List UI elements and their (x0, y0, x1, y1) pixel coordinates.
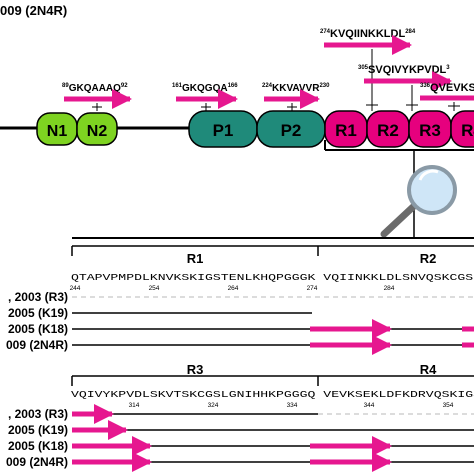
domain-p1-label: P1 (213, 121, 234, 140)
panel2-tick: 344 (364, 402, 375, 409)
domain-r1: R1 (324, 110, 368, 148)
inhibit-tick (287, 103, 297, 111)
panel1-tick: 264 (228, 285, 239, 292)
svg-text:305SVQIVYKPVDL3: 305SVQIVYKPVDL3 (358, 64, 450, 76)
panel1-tick: 274 (307, 285, 318, 292)
inhibit-tick (92, 103, 102, 111)
row-label: 2005 (K18) (8, 322, 68, 336)
panel1-tick: 284 (384, 285, 395, 292)
svg-text:336QVEVKS: 336QVEVKS (420, 82, 474, 94)
panel2-tick: 334 (287, 402, 298, 409)
svg-text:89GKQAAAQ92: 89GKQAAAQ92 (62, 83, 128, 94)
domain-r1-label: R1 (335, 121, 357, 140)
panel1-sequence: QTAPVPMPDLKNVKSKIGSTENLKHQPGGGK VQIINKKL… (71, 272, 474, 283)
domain-p1: P1 (188, 110, 258, 148)
panel2-tick: 354 (443, 402, 454, 409)
row-label: 2005 (K18) (8, 439, 68, 453)
domain-r2: R2 (366, 110, 410, 148)
panel1-repeat-left: R1 (187, 251, 204, 266)
panel2-tick: 324 (208, 402, 219, 409)
domain-n1-label: N1 (47, 123, 68, 140)
panel2-row-labels: , 2003 (R3) 2005 (K19) 2005 (K18) 009 (2… (6, 407, 68, 469)
motif-274-284: 274KVQIINKKLDL284 (320, 28, 416, 111)
panel2-bracket: R3 R4 (71, 362, 474, 386)
inhibit-line (406, 85, 418, 111)
row-label: , 2003 (R3) (8, 290, 68, 304)
motif-305-3xx: 305SVQIVYKPVDL3 (358, 64, 452, 111)
panel2-repeat-right: R4 (420, 362, 437, 377)
magnifier-icon (380, 165, 457, 238)
svg-text:224KKVAVVR230: 224KKVAVVR230 (262, 83, 330, 94)
domain-n2-label: N2 (87, 123, 108, 140)
row-label: 2005 (K19) (8, 423, 68, 437)
panel2-repeat-left: R3 (187, 362, 204, 377)
figure-title: 009 (2N4R) (0, 3, 67, 18)
panel1-tick: 244 (70, 285, 81, 292)
row-label: 009 (2N4R) (6, 338, 68, 352)
domain-n1: N1 (36, 112, 78, 146)
inhibit-line (448, 102, 460, 111)
row-label: 009 (2N4R) (6, 455, 68, 469)
panel1-repeat-right: R2 (420, 251, 437, 266)
motif-89-92: 89GKQAAAQ92 (62, 83, 132, 111)
domain-r4-label: R4 (461, 121, 474, 140)
panel1-row-labels: , 2003 (R3) 2005 (K19) 2005 (K18) 009 (2… (6, 290, 68, 352)
motif-336: 336QVEVKS (420, 82, 474, 111)
panel1-ticks: 244 254 264 274 284 (70, 285, 395, 292)
panel1-tick: 254 (149, 285, 160, 292)
motif-161-166: 161GKQGQA166 (172, 83, 238, 111)
panel2-sequence: VQIVYKPVDLSKVTSKCGSLGNIHHKPGGGQ VEVKSEKL… (71, 389, 474, 400)
domain-r3: R3 (408, 110, 452, 148)
domain-p2-label: P2 (281, 121, 302, 140)
svg-text:274KVQIINKKLDL284: 274KVQIINKKLDL284 (320, 28, 416, 40)
domain-r2-label: R2 (377, 121, 399, 140)
panel2-ticks: 314 324 334 344 354 (129, 402, 454, 409)
domain-r3-label: R3 (419, 121, 441, 140)
panel2-tick: 314 (129, 402, 140, 409)
svg-text:161GKQGQA166: 161GKQGQA166 (172, 83, 238, 94)
row-label: , 2003 (R3) (8, 407, 68, 421)
domain-p2: P2 (256, 110, 326, 148)
panel1-bracket: R1 R2 (71, 237, 474, 266)
domain-n2: N2 (76, 112, 118, 146)
motif-224-230: 224KKVAVVR230 (262, 83, 330, 111)
row-label: 2005 (K19) (8, 306, 68, 320)
inhibit-tick (201, 103, 211, 111)
domain-r4: R4 (450, 110, 474, 148)
